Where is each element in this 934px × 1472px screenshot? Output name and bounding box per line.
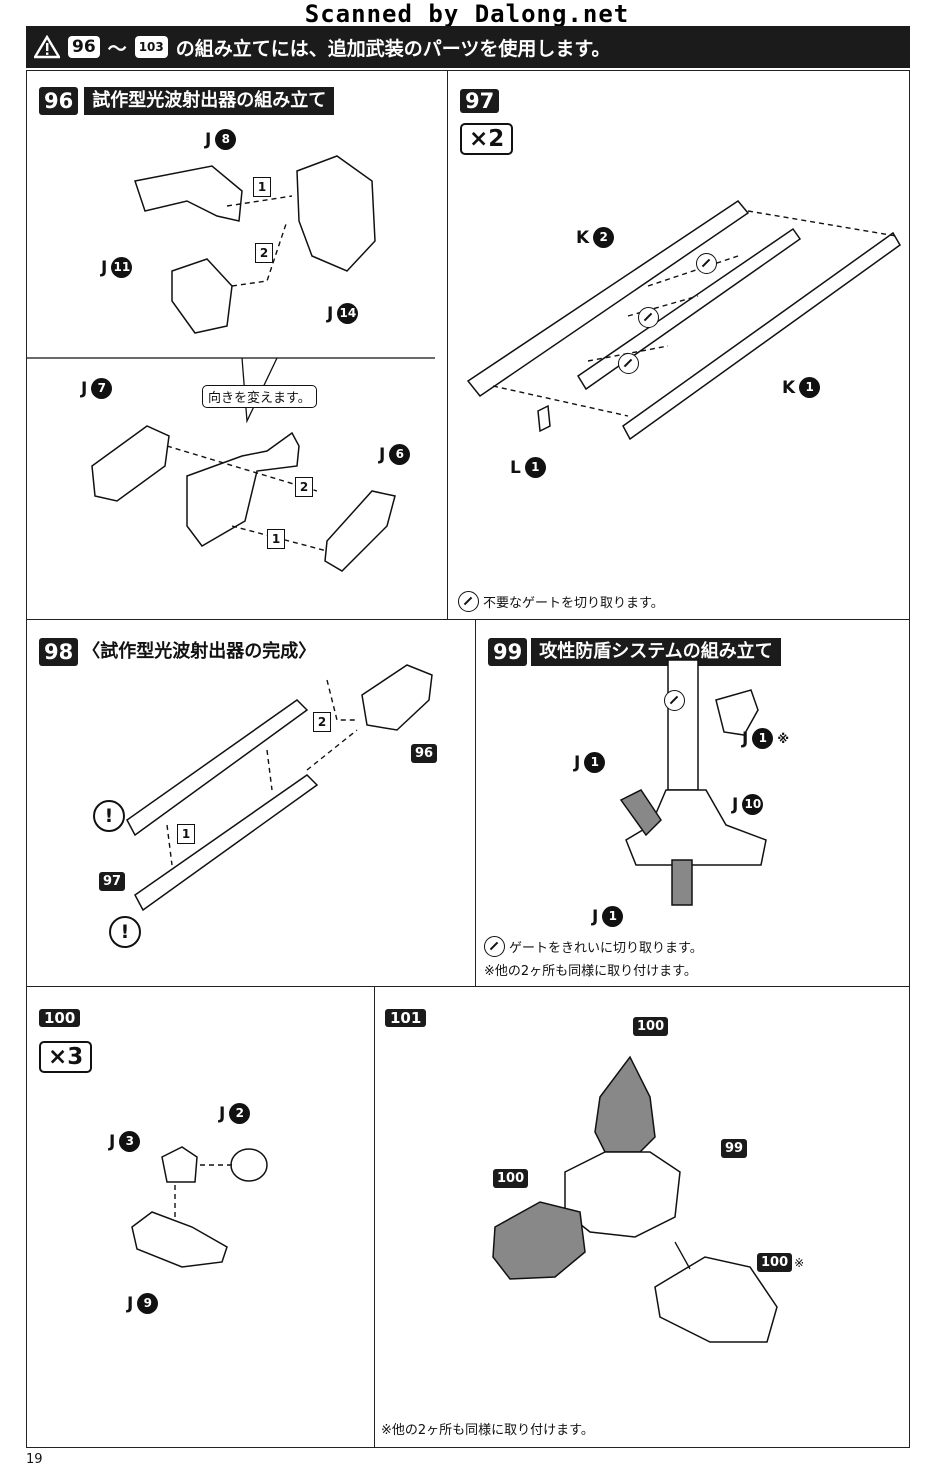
scan-watermark: Scanned by Dalong.net [304, 0, 630, 28]
order-2: 2 [295, 477, 313, 497]
step-98-number: 98 [39, 638, 79, 666]
banner-text: の組み立てには、追加武装のパーツを使用します。 [175, 37, 611, 60]
step-ref-97: 97 [99, 872, 126, 891]
step-101-drawing [492, 1055, 778, 1343]
step-ref-100-top: 100 [633, 1017, 669, 1036]
step-101-number: 101 [385, 1009, 427, 1027]
order-2: 2 [255, 243, 273, 263]
gate-clean-note: ゲートをきれいに切り取ります。 [484, 936, 703, 957]
step-100-drawing [131, 1146, 268, 1268]
step-96-drawing [27, 155, 435, 572]
order-1: 1 [253, 177, 271, 197]
cut-gate-icon [638, 307, 660, 328]
step-96-number: 96 [39, 87, 79, 115]
step-97-drawing [466, 200, 901, 441]
step-97-number: 97 [460, 89, 500, 113]
order-2: 2 [313, 712, 331, 732]
step-ref-100-right: 100※ [757, 1253, 804, 1272]
step-99-title: 攻性防盾システムの組み立て [531, 638, 781, 666]
cut-gate-icon [458, 591, 479, 612]
caution-icon: ! [109, 916, 141, 948]
warning-icon [34, 35, 60, 59]
step-ref-100-left: 100 [493, 1169, 529, 1188]
step-101-panel: 101 100 99 100 100※ ※他の2ヶ所も同様に取り付けます。 [374, 986, 910, 1448]
step-97-multiplier: ×2 [460, 123, 514, 155]
orientation-note: 向きを変えます。 [202, 385, 317, 408]
cut-gate-icon [484, 936, 505, 957]
step-100-multiplier: ×3 [39, 1041, 93, 1073]
order-1: 1 [177, 824, 195, 844]
order-1: 1 [267, 529, 285, 549]
step-98-drawing [126, 664, 433, 912]
page-number: 19 [26, 1452, 43, 1467]
step-96-title: 試作型光波射出器の組み立て [84, 87, 335, 115]
cut-gate-icon [696, 253, 717, 274]
step-99-drawing [619, 659, 767, 906]
caution-icon: ! [93, 800, 125, 832]
attach-other-note: ※他の2ヶ所も同様に取り付けます。 [381, 1423, 594, 1438]
banner-step-from: 96 [68, 36, 100, 58]
step-99-number: 99 [488, 638, 528, 666]
cut-gate-icon [618, 353, 640, 374]
step-98-panel: 98 〈試作型光波射出器の完成〉 96 97 2 1 ! ! [26, 619, 476, 987]
attach-other-note: ※他の2ヶ所も同様に取り付けます。 [484, 964, 697, 979]
banner-separator: 〜 [107, 37, 127, 60]
banner-step-to: 103 [134, 36, 168, 58]
step-98-title: 〈試作型光波射出器の完成〉 [82, 641, 317, 662]
step-ref-96: 96 [411, 744, 438, 763]
step-ref-99: 99 [721, 1139, 748, 1158]
gate-cut-note: 不要なゲートを切り取ります。 [458, 591, 664, 612]
step-100-number: 100 [39, 1009, 81, 1027]
notice-banner: 96 〜 103 の組み立てには、追加武装のパーツを使用します。 [26, 26, 910, 68]
cut-gate-icon [664, 690, 685, 711]
